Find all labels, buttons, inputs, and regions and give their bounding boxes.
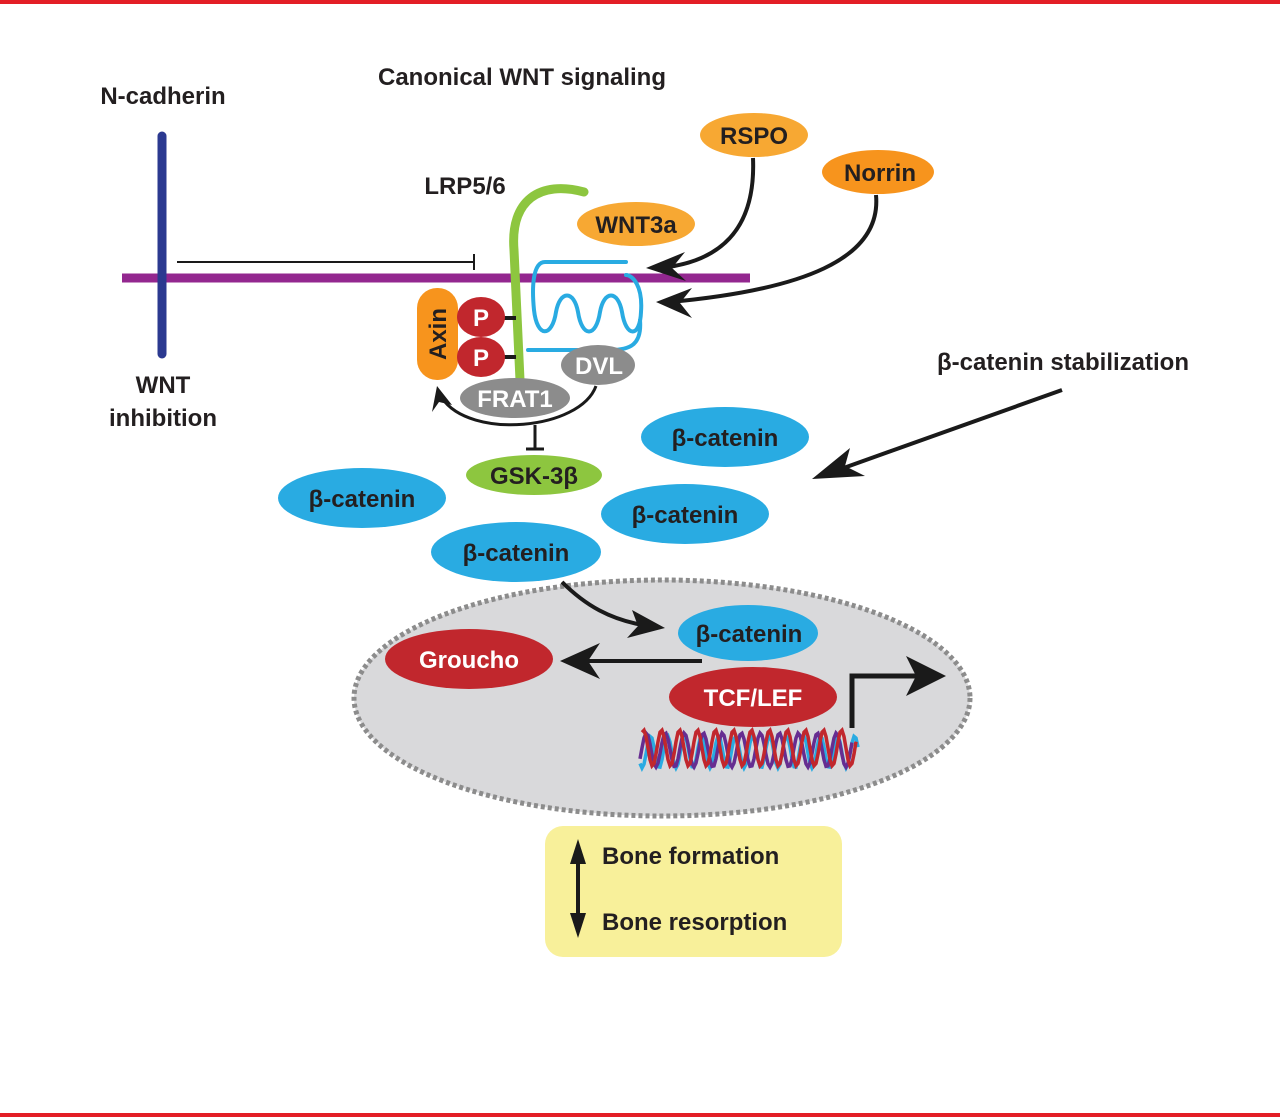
- stabilization-arrow: [837, 388, 1063, 472]
- beta-catenin-cytoplasm-1: [641, 407, 809, 467]
- gsk3b-protein: [466, 455, 602, 495]
- nucleus: [351, 577, 973, 819]
- lrp-label: LRP5/6: [424, 173, 505, 200]
- beta-catenin-cytoplasm-3: [601, 484, 769, 544]
- phospho-label-1: P: [473, 305, 489, 332]
- beta-catenin-cytoplasm-2: [278, 468, 446, 528]
- tcf-lef-protein: [669, 667, 837, 727]
- rspo-ligand: [700, 113, 808, 157]
- beta-catenin-nucleus-label: β-catenin: [696, 621, 803, 648]
- phospho-circle-1: [457, 297, 505, 337]
- diagram-title: Canonical WNT signaling: [378, 64, 666, 91]
- bone-formation-label: Bone formation: [602, 843, 779, 870]
- dna-helix: [638, 727, 860, 773]
- bone-resorption-label: Bone resorption: [602, 909, 787, 936]
- top-frame-border: [0, 0, 1280, 4]
- inhibition-arrow-gsk: [526, 425, 544, 451]
- rspo-label: RSPO: [720, 123, 788, 150]
- dvl-protein: [561, 345, 635, 385]
- frat1-label: FRAT1: [477, 386, 553, 413]
- axin-protein: [417, 288, 458, 380]
- bottom-frame-border: [0, 1113, 1280, 1117]
- axin-label: Axin: [425, 308, 452, 360]
- groucho-label: Groucho: [419, 647, 519, 674]
- tcf-lef-label: TCF/LEF: [704, 685, 803, 712]
- rspo-arrowhead: [646, 252, 686, 281]
- inhibition-arrow-ncadherin: [177, 254, 475, 270]
- beta-catenin-cytoplasm-label-4: β-catenin: [463, 540, 570, 567]
- dvl-to-axin-arrow: [440, 385, 598, 427]
- beta-catenin-cytoplasm-label-3: β-catenin: [632, 502, 739, 529]
- wnt-inhibition-label-line1: WNT: [136, 372, 191, 399]
- groucho-displacement-arrowhead: [560, 643, 600, 679]
- phospho-circle-2: [457, 337, 505, 377]
- stabilization-arrowhead: [812, 448, 865, 479]
- groucho-protein: [385, 629, 553, 689]
- gsk3b-label: GSK-3β: [490, 463, 578, 490]
- transcription-start-arrow: [849, 673, 920, 728]
- nuclear-entry-arrowhead: [627, 610, 665, 638]
- wnt3a-label: WNT3a: [595, 212, 677, 239]
- nuclear-entry-arrow: [560, 580, 649, 628]
- norrin-arrowhead: [656, 288, 692, 318]
- rspo-arrow: [659, 157, 756, 270]
- beta-catenin-cytoplasm-label-2: β-catenin: [309, 486, 416, 513]
- stabilization-label: β-catenin stabilization: [937, 349, 1189, 376]
- dvl-label: DVL: [575, 353, 623, 380]
- beta-catenin-cytoplasm-label-1: β-catenin: [672, 425, 779, 452]
- frat1-protein: [460, 378, 570, 418]
- outcome-box: [545, 826, 842, 957]
- phospho-label-2: P: [473, 345, 489, 372]
- wnt-inhibition-label-line2: inhibition: [109, 405, 217, 432]
- beta-catenin-cytoplasm-4: [431, 522, 601, 582]
- n-cadherin-label: N-cadherin: [100, 83, 225, 110]
- norrin-ligand: [822, 150, 934, 194]
- wnt3a-ligand: [577, 202, 695, 246]
- beta-catenin-nucleus: [678, 605, 818, 661]
- up-down-arrow-icon: [570, 839, 586, 938]
- transcription-arrowhead: [906, 656, 946, 696]
- norrin-arrow: [669, 194, 879, 304]
- dvl-to-axin-arrowhead: [432, 386, 452, 412]
- lrp-receptor: [509, 184, 589, 385]
- norrin-label: Norrin: [844, 160, 916, 187]
